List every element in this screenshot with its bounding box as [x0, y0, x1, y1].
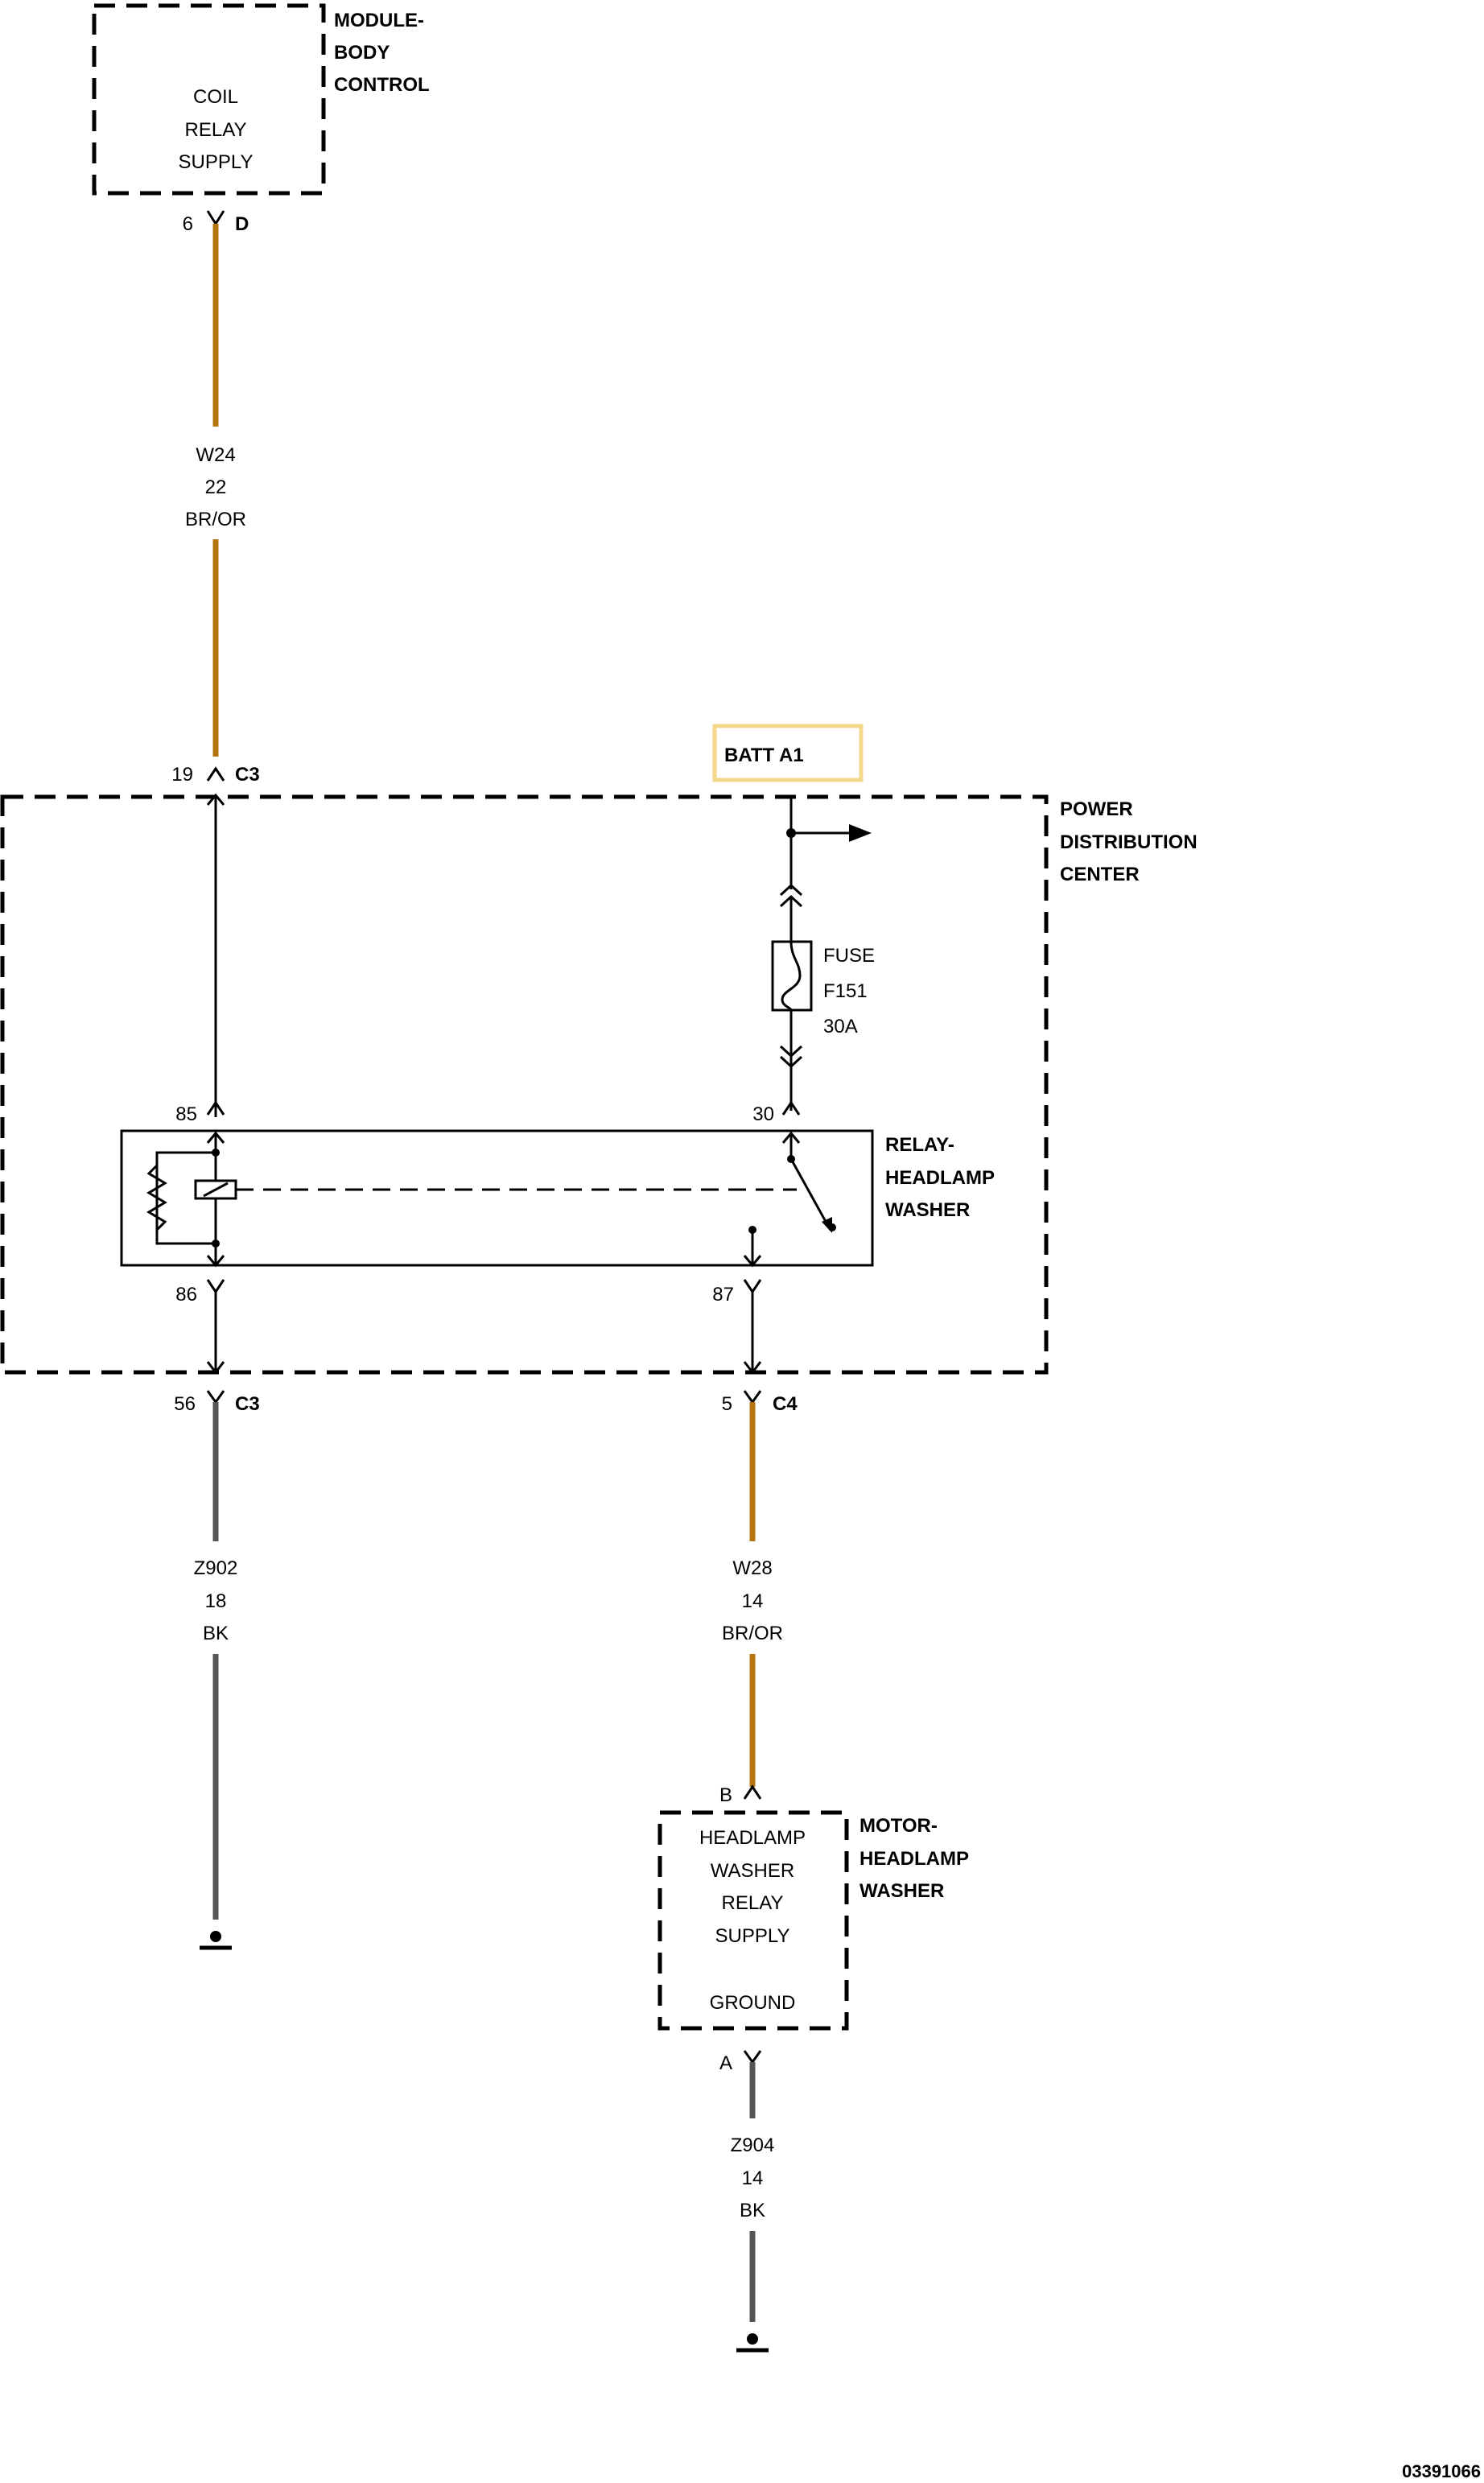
wire-z904-color: BK: [740, 2200, 765, 2221]
pdc-pin-56-internal-terminal: [206, 1361, 225, 1375]
power-distribution-center: POWER DISTRIBUTION CENTER 85 FUSE F151 3…: [0, 793, 1198, 1375]
motor-title-2: HEADLAMP: [859, 1848, 969, 1870]
wire-z902-circuit: Z902: [194, 1557, 238, 1579]
batt-a1-box: [712, 724, 864, 782]
batt-a1-label: BATT A1: [724, 744, 804, 766]
connector-c4-pin-5: 5 C4: [722, 1390, 798, 1415]
body-control-function-2: RELAY: [185, 119, 247, 141]
relay-suppression-resistor: [146, 1164, 167, 1231]
connector-c3-bottom-label: C3: [235, 1393, 260, 1415]
wire-w28-color: BR/OR: [722, 1623, 783, 1644]
relay-pin-85-label: 85: [175, 1103, 197, 1125]
pdc-box: [0, 794, 1049, 1375]
wire-z902: Z902 18 BK: [194, 1402, 238, 1920]
pdc-title-3: CENTER: [1060, 864, 1140, 885]
relay-title-3: WASHER: [885, 1199, 970, 1221]
wire-w28-gauge: 14: [742, 1590, 764, 1612]
connector-c3-top-pin-number: 19: [171, 764, 193, 786]
fuse-bottom-terminal-1: [779, 1045, 803, 1058]
wire-z902-color: BK: [203, 1623, 229, 1644]
wire-w28-circuit: W28: [732, 1557, 772, 1579]
motor-title-3: WASHER: [859, 1880, 944, 1902]
connector-d-pin-6-symbol: [206, 210, 225, 226]
relay-pin-30-label: 30: [752, 1103, 774, 1125]
relay-switch-blade: [789, 1158, 831, 1228]
ground-left-dot: [210, 1931, 221, 1942]
relay-box: [120, 1129, 874, 1267]
body-control-title-1: MODULE-: [334, 10, 424, 31]
wire-w24-circuit: W24: [196, 444, 235, 466]
wire-z904-circuit: Z904: [731, 2134, 775, 2156]
relay-coil-slash: [203, 1182, 229, 1198]
connector-c3-bottom-pin-number: 56: [174, 1393, 196, 1415]
relay-pin-86-inner: [206, 1255, 225, 1268]
motor-ground-label: GROUND: [710, 1992, 796, 2014]
fuse-bottom-terminal-2: [779, 1055, 803, 1069]
body-control-function-1: COIL: [193, 86, 238, 108]
fuse-label-1: FUSE: [823, 945, 875, 967]
connector-d-pin-number: 6: [183, 213, 193, 235]
relay-pin-86-terminal: [206, 1279, 225, 1294]
connector-c4-pin-5-symbol: [743, 1390, 762, 1404]
motor-function-3: RELAY: [722, 1892, 784, 1914]
wire-z904: Z904 14 BK: [731, 2062, 775, 2322]
body-control-module: MODULE- BODY CONTROL COIL RELAY SUPPLY: [92, 3, 430, 196]
wire-z902-gauge: 18: [205, 1590, 227, 1612]
connector-d-label: D: [235, 213, 249, 235]
ground-symbol-left: [200, 1931, 232, 1950]
pdc-title-1: POWER: [1060, 798, 1133, 820]
ground-symbol-right: [736, 2333, 769, 2353]
connector-d-pin-6: 6 D: [183, 210, 249, 235]
wire-z904-gauge: 14: [742, 2167, 764, 2189]
body-control-title-3: CONTROL: [334, 74, 430, 96]
motor-pin-b-symbol: [743, 1784, 762, 1800]
pdc-pin-5-internal-terminal: [743, 1361, 762, 1375]
motor-function-1: HEADLAMP: [699, 1827, 806, 1849]
connector-c3-pin-56-symbol: [206, 1390, 225, 1404]
relay-pin-87-inner: [743, 1255, 762, 1268]
relay-title-1: RELAY-: [885, 1134, 954, 1156]
connector-c4-label: C4: [773, 1393, 798, 1415]
relay-title-2: HEADLAMP: [885, 1167, 995, 1189]
fuse-top-terminal-1: [779, 883, 803, 897]
wire-w28: W28 14 BR/OR: [722, 1402, 783, 1787]
wire-w24-color: BR/OR: [185, 509, 246, 530]
connector-c4-pin-number: 5: [722, 1393, 732, 1415]
fuse-element: [781, 941, 802, 1011]
relay-switch-contact-no: [828, 1223, 836, 1231]
body-control-title-2: BODY: [334, 42, 390, 64]
motor-box: [657, 1810, 849, 2031]
relay-pin-85-terminal: [206, 1100, 225, 1116]
motor-pin-a-symbol: [743, 2050, 762, 2064]
batt-branch-arrow: [849, 824, 872, 842]
wire-w24: W24 22 BR/OR: [185, 224, 246, 757]
relay-pin-30-terminal: [781, 1100, 801, 1116]
body-control-module-box: [92, 3, 326, 196]
battery-feed: BATT A1: [712, 724, 864, 782]
connector-c3-pin-19: 19 C3: [171, 764, 259, 786]
motor-title-1: MOTOR-: [859, 1815, 938, 1837]
diagram-id: 03391066: [1402, 2461, 1481, 2481]
motor-function-2: WASHER: [711, 1860, 794, 1882]
body-control-function-3: SUPPLY: [179, 151, 254, 173]
connector-c3-top-label: C3: [235, 764, 260, 786]
motor-pin-b: B: [719, 1784, 762, 1806]
headlamp-washer-motor: MOTOR- HEADLAMP WASHER HEADLAMP WASHER R…: [657, 1810, 969, 2031]
connector-c3-pin-19-symbol: [206, 766, 225, 782]
motor-pin-a-label: A: [719, 2052, 732, 2074]
fuse-label-2: F151: [823, 980, 868, 1002]
motor-function-4: SUPPLY: [715, 1925, 790, 1947]
relay-pin-86-label: 86: [175, 1284, 197, 1305]
fuse-label-3: 30A: [823, 1016, 858, 1037]
pdc-title-2: DISTRIBUTION: [1060, 831, 1198, 853]
relay-pin-87-terminal: [743, 1279, 762, 1294]
relay-pin-87-label: 87: [712, 1284, 734, 1305]
motor-pin-b-label: B: [719, 1784, 732, 1806]
ground-right-dot: [747, 2333, 758, 2345]
wire-w24-gauge: 22: [205, 476, 227, 498]
